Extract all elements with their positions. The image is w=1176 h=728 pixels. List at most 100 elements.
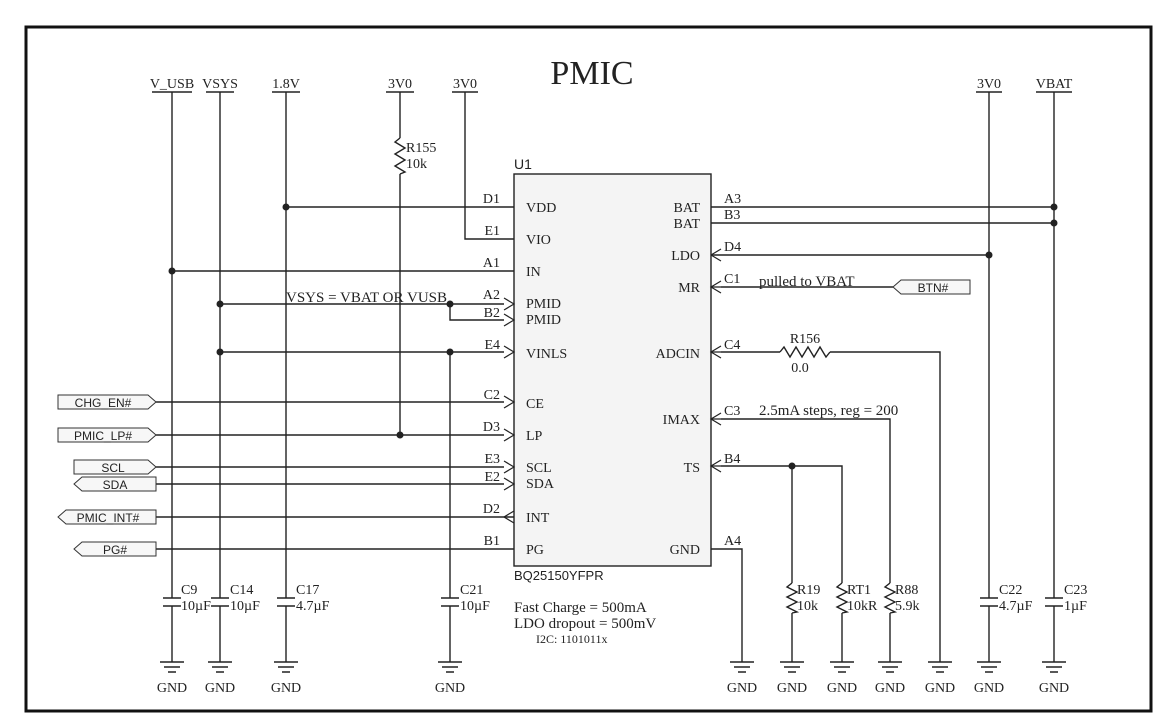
ground-symbol: GND bbox=[875, 661, 905, 696]
note-mr: pulled to VBAT bbox=[759, 274, 855, 290]
capacitor-ref: C17 bbox=[296, 583, 319, 598]
ground-label: GND bbox=[875, 681, 905, 696]
ground-label: GND bbox=[271, 681, 301, 696]
pin-number: E4 bbox=[484, 338, 500, 353]
capacitor-ref: C14 bbox=[230, 583, 253, 598]
pin-number: A2 bbox=[483, 288, 500, 303]
port-label: SDA bbox=[103, 478, 128, 492]
capacitor-ref: C21 bbox=[460, 583, 483, 598]
ground-label: GND bbox=[435, 681, 465, 696]
pin-number: A4 bbox=[724, 534, 741, 549]
pin-number: D2 bbox=[483, 502, 500, 517]
ground-label: GND bbox=[925, 681, 955, 696]
pin-arrows-left bbox=[502, 297, 516, 524]
capacitor-c14: C14 10µF bbox=[211, 583, 260, 614]
resistor-ref: R156 bbox=[790, 332, 820, 347]
pin-name: MR bbox=[678, 281, 700, 296]
ground-label: GND bbox=[974, 681, 1004, 696]
pin-number: E1 bbox=[484, 224, 500, 239]
resistor-value: 10k bbox=[797, 599, 818, 614]
capacitor-ref: C22 bbox=[999, 583, 1022, 598]
pin-number: D4 bbox=[724, 240, 741, 255]
ground-symbol: GND bbox=[777, 661, 807, 696]
ic-part: BQ25150YFPR bbox=[514, 568, 604, 583]
ground-symbol: GND bbox=[157, 661, 187, 696]
ground-symbol: GND bbox=[925, 661, 955, 696]
port-pmic-lp: PMIC_LP# bbox=[57, 427, 157, 443]
resistor-ref: RT1 bbox=[847, 583, 871, 598]
pin-name: ADCIN bbox=[656, 347, 700, 362]
pin-name: SDA bbox=[526, 477, 555, 492]
wire-pmid bbox=[220, 303, 504, 321]
port-label: PMIC_INT# bbox=[77, 511, 140, 525]
resistor-r88: R88 5.9k bbox=[883, 582, 920, 614]
resistor-r156: R156 0.0 bbox=[779, 332, 831, 376]
note-i2c-address: I2C: 1101011x bbox=[536, 632, 607, 646]
ground-symbol: GND bbox=[435, 661, 465, 696]
pin-number: C3 bbox=[724, 404, 740, 419]
resistor-value: 10k bbox=[406, 157, 427, 172]
capacitor-ref: C9 bbox=[181, 583, 197, 598]
pin-name: PMID bbox=[526, 313, 561, 328]
sheet-title: PMIC bbox=[550, 55, 633, 92]
pin-name: VINLS bbox=[526, 347, 567, 362]
pin-number: B2 bbox=[484, 306, 500, 321]
port-sda: SDA bbox=[73, 476, 157, 492]
port-label: PMIC_LP# bbox=[74, 429, 132, 443]
capacitor-c9: C9 10µF bbox=[163, 583, 211, 614]
ic-left-pins: VDD VIO IN PMID PMID VINLS CE LP SCL SDA… bbox=[483, 192, 567, 558]
pin-name: TS bbox=[684, 461, 700, 476]
ground-symbols: GND GND GND GND GND GND GND GND GND GND GND bbox=[157, 661, 1069, 696]
resistor-r19: R19 10k bbox=[785, 582, 820, 614]
capacitor-c21: C21 10µF bbox=[441, 583, 490, 614]
pin-name: LP bbox=[526, 429, 543, 444]
pin-name: BAT bbox=[674, 217, 701, 232]
ground-label: GND bbox=[1039, 681, 1069, 696]
port-pmic-int: PMIC_INT# bbox=[57, 509, 157, 525]
port-label: PG# bbox=[103, 543, 127, 557]
ground-label: GND bbox=[205, 681, 235, 696]
capacitor-value: 4.7µF bbox=[296, 599, 330, 614]
pin-number: B3 bbox=[724, 208, 740, 223]
capacitor-c22: C22 4.7µF bbox=[980, 583, 1033, 614]
pin-name: BAT bbox=[674, 201, 701, 216]
pin-name: CE bbox=[526, 397, 544, 412]
rail-3v0-label: 3V0 bbox=[388, 77, 412, 92]
note-fast-charge: Fast Charge = 500mA bbox=[514, 600, 647, 616]
pin-number: C2 bbox=[484, 388, 500, 403]
pin-number: B1 bbox=[484, 534, 500, 549]
resistor-ref: R155 bbox=[406, 141, 436, 156]
ground-symbol: GND bbox=[827, 661, 857, 696]
pin-name: SCL bbox=[526, 461, 552, 476]
ground-symbol: GND bbox=[1039, 661, 1069, 696]
resistor-value: 0.0 bbox=[791, 361, 809, 376]
pin-name: IN bbox=[526, 265, 541, 280]
capacitor-c23: C23 1µF bbox=[1045, 583, 1087, 614]
port-btn: BTN# bbox=[892, 279, 971, 295]
ic-body bbox=[513, 173, 712, 567]
pin-arrows-right bbox=[709, 248, 722, 473]
port-label: BTN# bbox=[918, 281, 949, 295]
resistor-r155: R155 10k bbox=[393, 137, 436, 175]
rail-3v0-label: 3V0 bbox=[453, 77, 477, 92]
ground-symbol: GND bbox=[271, 661, 301, 696]
pin-number: A1 bbox=[483, 256, 500, 271]
port-label: SCL bbox=[101, 461, 125, 475]
ground-label: GND bbox=[827, 681, 857, 696]
rail-3v0-label: 3V0 bbox=[977, 77, 1001, 92]
pin-name: LDO bbox=[671, 249, 700, 264]
rail-v-usb-label: V_USB bbox=[150, 77, 194, 92]
rail-vsys-label: VSYS bbox=[202, 77, 238, 92]
resistor-value: 5.9k bbox=[895, 599, 920, 614]
note-ldo-dropout: LDO dropout = 500mV bbox=[514, 616, 656, 632]
wire-vinls bbox=[220, 351, 504, 662]
pin-number: D1 bbox=[483, 192, 500, 207]
capacitor-value: 10µF bbox=[230, 599, 260, 614]
wire-3v0-vio bbox=[464, 92, 514, 240]
ground-symbol: GND bbox=[205, 661, 235, 696]
wire-imax bbox=[721, 418, 891, 662]
pin-name: PG bbox=[526, 543, 544, 558]
ground-label: GND bbox=[727, 681, 757, 696]
ic-ref: U1 bbox=[514, 156, 532, 172]
